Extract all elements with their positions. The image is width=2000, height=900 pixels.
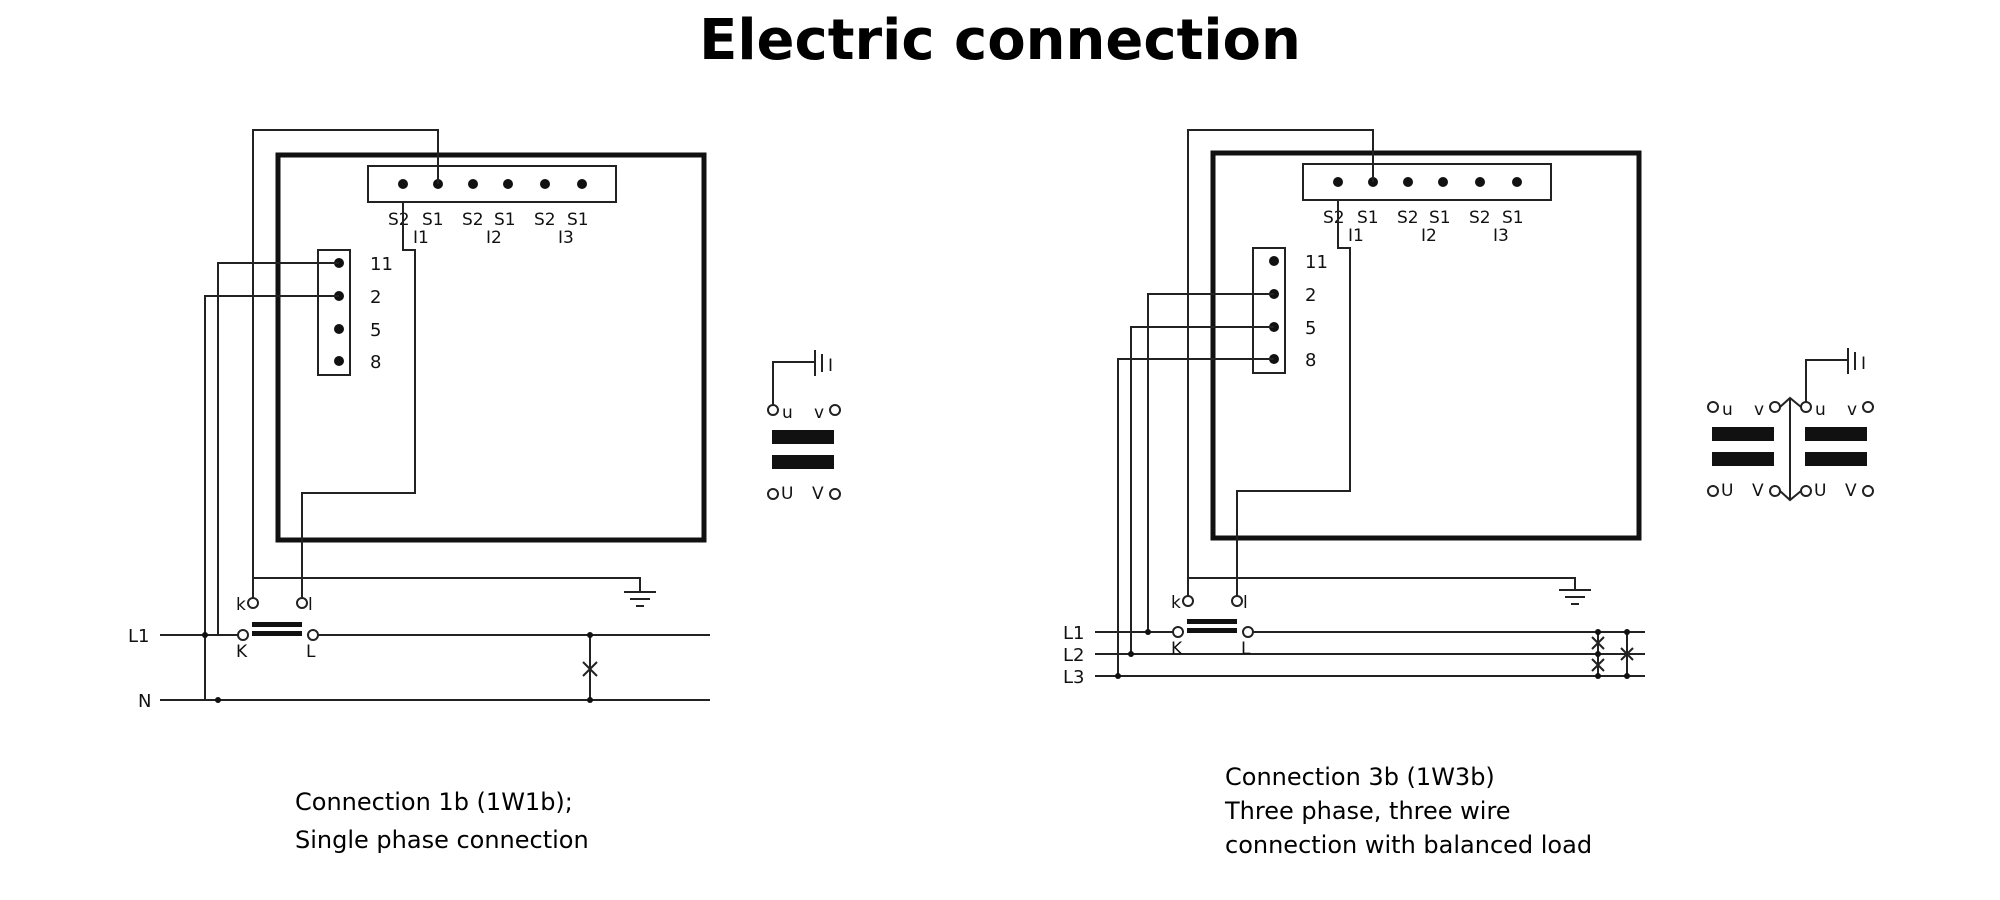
voltage-terminal-block: 11 2 5 8	[317, 249, 393, 376]
vt-label-v: v	[1847, 400, 1857, 420]
line-label-l1: L1	[128, 626, 149, 647]
vt-label-U: U	[1721, 481, 1733, 501]
diagram-1b: S2 S1 S2 S1 S2 S1 I1 I2 I3 11 2 5 8	[128, 129, 841, 712]
terminal-label-8: 8	[1305, 350, 1316, 371]
terminal-label-i1: I1	[1348, 226, 1364, 246]
ct-label-L: L	[306, 642, 316, 662]
terminal-label-5: 5	[1305, 318, 1316, 339]
terminal-label-s2: S2	[1397, 208, 1419, 228]
line-label-l1: L1	[1063, 623, 1084, 644]
vt-label-V: V	[1845, 481, 1857, 501]
line-label-n: N	[138, 691, 151, 712]
terminal-label-s1: S1	[494, 210, 516, 230]
voltage-terminal-block: 11 2 5 8	[1252, 247, 1328, 374]
terminal-label-2: 2	[370, 287, 381, 308]
terminal-label-11: 11	[370, 254, 393, 275]
caption-3b-line2: Three phase, three wire	[1225, 797, 1511, 825]
ct-label-K: K	[236, 642, 248, 662]
terminal-label-11: 11	[1305, 252, 1328, 273]
ct-label-k: k	[236, 595, 246, 615]
terminal-label-s1: S1	[1357, 208, 1379, 228]
vt-label-u: u	[1815, 400, 1826, 420]
vt-label-v: v	[1754, 400, 1764, 420]
vt-label-v: v	[814, 403, 824, 423]
vt-label-U: U	[1814, 481, 1826, 501]
current-terminal-block: S2 S1 S2 S1 S2 S1 I1 I2 I3	[1302, 163, 1552, 246]
line-label-l2: L2	[1063, 645, 1084, 666]
terminal-label-2: 2	[1305, 285, 1316, 306]
diagram-3b: S2 S1 S2 S1 S2 S1 I1 I2 I3 11 2 5 8	[1063, 129, 1874, 688]
wiring-3b	[1095, 129, 1645, 679]
vt-label-U: U	[781, 484, 793, 504]
caption-3b-line3: connection with balanced load	[1225, 831, 1593, 859]
caption-3b: Connection 3b (1W3b) Three phase, three …	[1225, 760, 1592, 862]
terminal-label-8: 8	[370, 352, 381, 373]
terminal-label-i3: I3	[1493, 226, 1509, 246]
terminal-label-i2: I2	[1421, 226, 1437, 246]
ct-label-L: L	[1241, 639, 1251, 659]
current-transformer: k l K L	[236, 595, 319, 662]
current-transformer: k l K L	[1171, 593, 1254, 659]
vt-label-V: V	[1752, 481, 1764, 501]
ct-label-K: K	[1171, 639, 1183, 659]
vt-label-u: u	[1722, 400, 1733, 420]
line-label-l3: L3	[1063, 667, 1084, 688]
ct-label-l: l	[308, 595, 313, 615]
page-title: Electric connection	[699, 8, 1301, 73]
vt-label-u: u	[782, 403, 793, 423]
caption-1b: Connection 1b (1W1b); Single phase conne…	[295, 783, 589, 859]
terminal-label-s1: S1	[567, 210, 589, 230]
vt-label-V: V	[812, 484, 824, 504]
terminal-label-s2: S2	[1469, 208, 1491, 228]
terminal-label-s2: S2	[462, 210, 484, 230]
terminal-label-s2: S2	[388, 210, 410, 230]
caption-3b-line1: Connection 3b (1W3b)	[1225, 763, 1495, 791]
terminal-label-s2: S2	[534, 210, 556, 230]
ct-label-k: k	[1171, 593, 1181, 613]
terminal-label-i3: I3	[558, 228, 574, 248]
meter-enclosure	[275, 152, 707, 543]
voltage-transformer-pair: I u v U V u v U V	[1707, 348, 1874, 502]
vt-ground-label: I	[1861, 354, 1866, 374]
terminal-label-i2: I2	[486, 228, 502, 248]
voltage-transformer: I u v U V	[767, 350, 841, 504]
terminal-label-i1: I1	[413, 228, 429, 248]
caption-1b-line1: Connection 1b (1W1b);	[295, 788, 573, 816]
meter-enclosure	[1210, 150, 1642, 541]
terminal-label-s1: S1	[1429, 208, 1451, 228]
terminal-label-s1: S1	[422, 210, 444, 230]
ct-label-l: l	[1243, 593, 1248, 613]
terminal-label-s2: S2	[1323, 208, 1345, 228]
terminal-label-5: 5	[370, 320, 381, 341]
current-terminal-block: S2 S1 S2 S1 S2 S1 I1 I2 I3	[367, 165, 617, 248]
vt-ground-label: I	[828, 356, 833, 376]
wiring-1b	[160, 129, 710, 703]
terminal-label-s1: S1	[1502, 208, 1524, 228]
caption-1b-line2: Single phase connection	[295, 826, 589, 854]
